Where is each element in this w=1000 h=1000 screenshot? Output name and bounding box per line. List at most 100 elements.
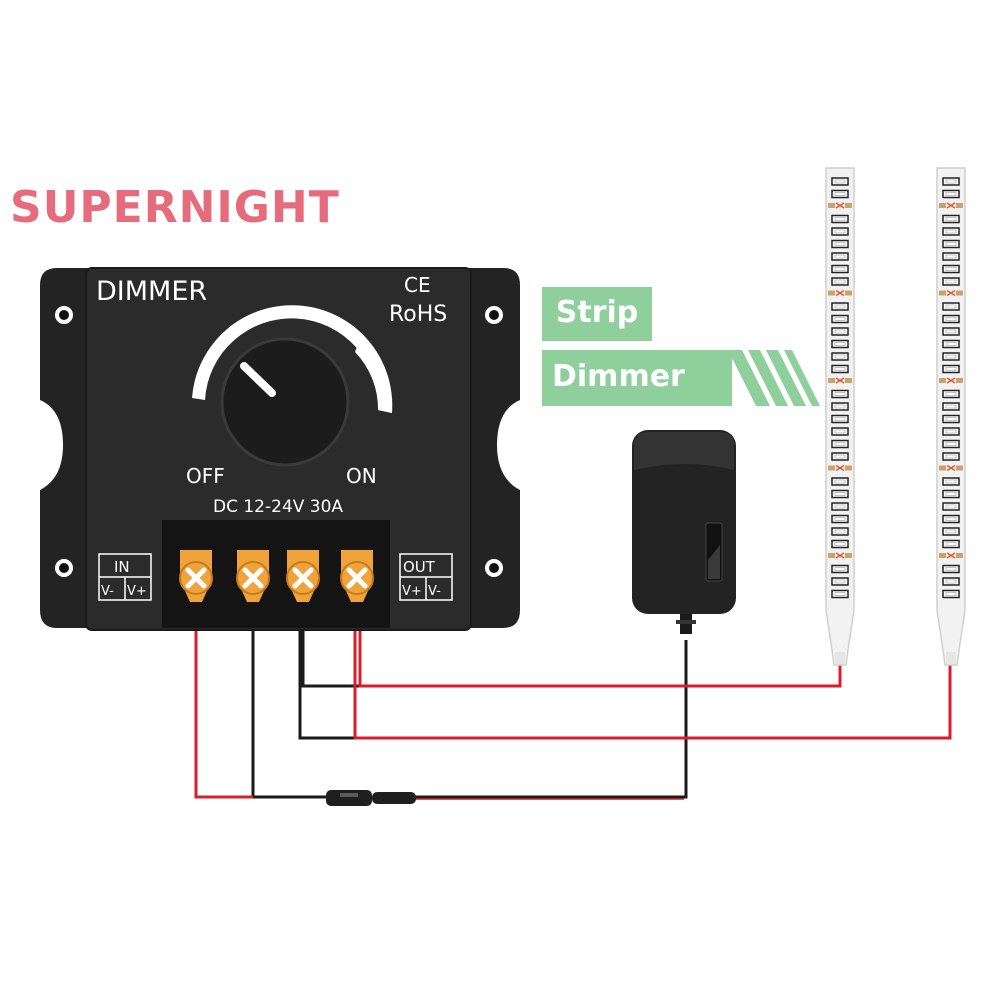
led-strip-2 <box>936 167 966 666</box>
in-minus-label: V- <box>101 584 114 599</box>
led-chip <box>831 277 849 286</box>
out-minus-label: V- <box>428 584 441 599</box>
terminal-in-negative <box>179 550 213 602</box>
led-chip <box>942 514 960 524</box>
led-chip <box>942 214 960 224</box>
wire-out-red-1 <box>358 600 842 688</box>
led-chip <box>831 352 849 361</box>
cut-mark <box>828 289 852 297</box>
led-chip <box>831 402 849 411</box>
in-label-box: IN V- V+ <box>98 553 152 601</box>
cut-mark <box>939 464 963 472</box>
led-chip <box>942 227 960 236</box>
led-chip <box>942 477 960 486</box>
led-chip <box>942 502 960 511</box>
brand-logo: SUPERNIGHT <box>10 182 340 233</box>
led-chip <box>942 314 960 324</box>
cut-mark <box>828 464 852 472</box>
led-chip <box>942 252 960 261</box>
led-chip <box>942 189 960 199</box>
cut-mark <box>939 377 963 384</box>
led-chip <box>831 527 849 536</box>
led-chip <box>831 339 849 349</box>
led-chip <box>942 589 960 599</box>
out-label-box: OUT V+ V- <box>399 553 453 601</box>
out-plus-label: V+ <box>402 584 422 599</box>
led-chip <box>942 302 960 311</box>
led-chip <box>942 339 960 349</box>
terminal-in-positive <box>236 550 270 602</box>
led-chip <box>942 389 960 399</box>
led-chip <box>831 177 849 186</box>
rohs-mark: RoHS <box>389 302 447 327</box>
led-chip <box>942 402 960 411</box>
terminal-out-negative <box>340 550 374 602</box>
led-chip <box>942 414 960 424</box>
terminal-screws <box>179 550 374 602</box>
led-chip <box>831 577 849 586</box>
dimmer-knob[interactable] <box>220 337 350 467</box>
led-chip <box>831 189 849 199</box>
strip-badge: Strip <box>542 287 652 341</box>
cut-mark <box>939 552 963 559</box>
led-chip <box>942 177 960 186</box>
dimmer-controller: DIMMER CE RoHS OFF ON DC 12-24V 30A <box>40 267 520 631</box>
led-chip <box>942 364 960 374</box>
on-label: ON <box>346 464 377 488</box>
power-adapter <box>632 430 736 634</box>
led-chip <box>831 414 849 424</box>
led-chip <box>831 427 849 436</box>
led-chip <box>831 452 849 461</box>
led-chip <box>942 564 960 574</box>
led-chip <box>831 439 849 449</box>
led-chip <box>831 477 849 486</box>
led-chip <box>942 577 960 586</box>
led-chip <box>831 514 849 524</box>
out-label: OUT <box>403 558 436 576</box>
led-chip <box>942 327 960 336</box>
controller-title: DIMMER <box>96 276 207 307</box>
led-strip-1 <box>825 167 855 666</box>
in-plus-label: V+ <box>127 584 147 599</box>
wire-out-black-2 <box>298 600 355 740</box>
led-chip <box>942 489 960 499</box>
brightness-arc <box>192 305 393 413</box>
led-chip <box>942 427 960 436</box>
led-chip <box>942 239 960 249</box>
led-chip <box>831 239 849 249</box>
cut-mark <box>828 377 852 384</box>
led-chip <box>942 539 960 549</box>
cut-mark <box>939 202 963 209</box>
led-chip <box>831 389 849 399</box>
cut-mark <box>939 289 963 297</box>
led-chip <box>942 527 960 536</box>
led-chip <box>831 264 849 274</box>
cut-mark <box>828 202 852 209</box>
led-chip <box>831 539 849 549</box>
led-chip <box>831 314 849 324</box>
led-chip <box>831 227 849 236</box>
led-chip <box>831 252 849 261</box>
led-chip <box>942 452 960 461</box>
knob-indicator <box>240 362 276 397</box>
dc-connector <box>326 790 416 806</box>
badge-stripes-decoration <box>728 350 820 406</box>
led-chip <box>942 277 960 286</box>
dimmer-badge: Dimmer <box>542 350 732 406</box>
wire-in-positive <box>194 600 253 799</box>
off-label: OFF <box>186 464 225 488</box>
wire-out-red-2 <box>353 600 952 740</box>
led-chip <box>831 564 849 574</box>
in-label: IN <box>114 558 130 576</box>
led-chip <box>831 489 849 499</box>
cut-mark <box>828 552 852 559</box>
ce-mark: CE <box>404 273 431 297</box>
wire-adapter-cable <box>412 640 688 799</box>
led-chip <box>831 589 849 599</box>
led-chip <box>831 327 849 336</box>
led-chip <box>831 302 849 311</box>
led-chip <box>831 214 849 224</box>
rating-label: DC 12-24V 30A <box>213 497 343 517</box>
led-chip <box>831 364 849 374</box>
